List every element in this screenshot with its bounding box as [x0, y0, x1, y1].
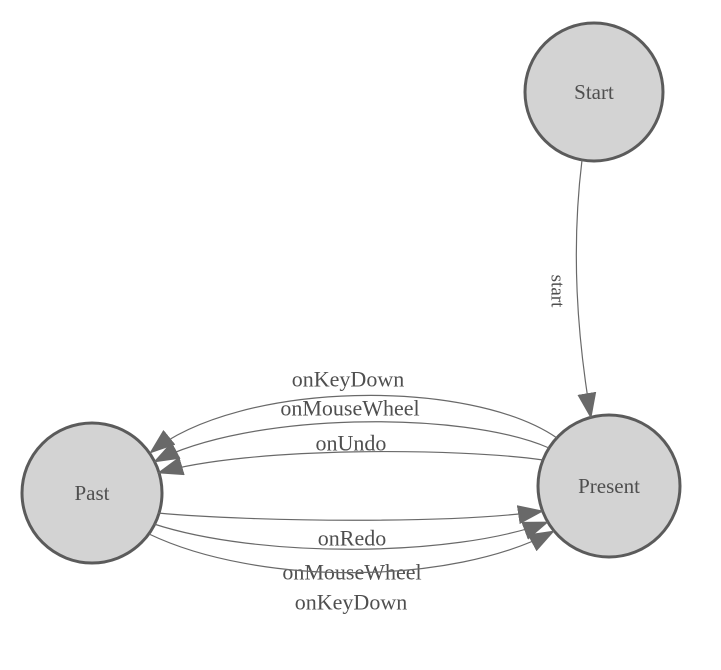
edge-past-present-onKeyDown	[148, 530, 555, 574]
state-node-past-circle	[20, 421, 164, 565]
edge-label-onKeyDown: onKeyDown	[295, 589, 407, 614]
edge-past-present-onRedo	[157, 505, 544, 525]
edge-past-present-onMouseWheel	[153, 521, 549, 550]
edge-label-onUndo: onUndo	[316, 430, 387, 455]
state-node-present-circle	[536, 413, 682, 559]
edges-layer: start onKeyDown onMouseWheel onUndo onRedo on…	[148, 159, 597, 614]
edge-label-start: start	[547, 275, 568, 308]
state-node-present-label: Present	[578, 474, 640, 498]
edge-present-past-onUndo	[157, 451, 544, 476]
edge-label-onMouseWheel: onMouseWheel	[280, 395, 419, 420]
state-node-past-label: Past	[74, 481, 109, 505]
state-node-start-circle	[523, 21, 665, 163]
edge-present-past-onKeyDown	[149, 394, 558, 454]
edge-label-onRedo: onRedo	[318, 525, 386, 550]
edge-present-past-onMouseWheel	[153, 421, 550, 463]
edge-label-onKeyDown: onKeyDown	[292, 366, 404, 391]
edge-start-present-start	[575, 159, 597, 419]
edge-label-onMouseWheel: onMouseWheel	[282, 559, 421, 584]
state-node-start-label: Start	[574, 80, 614, 104]
